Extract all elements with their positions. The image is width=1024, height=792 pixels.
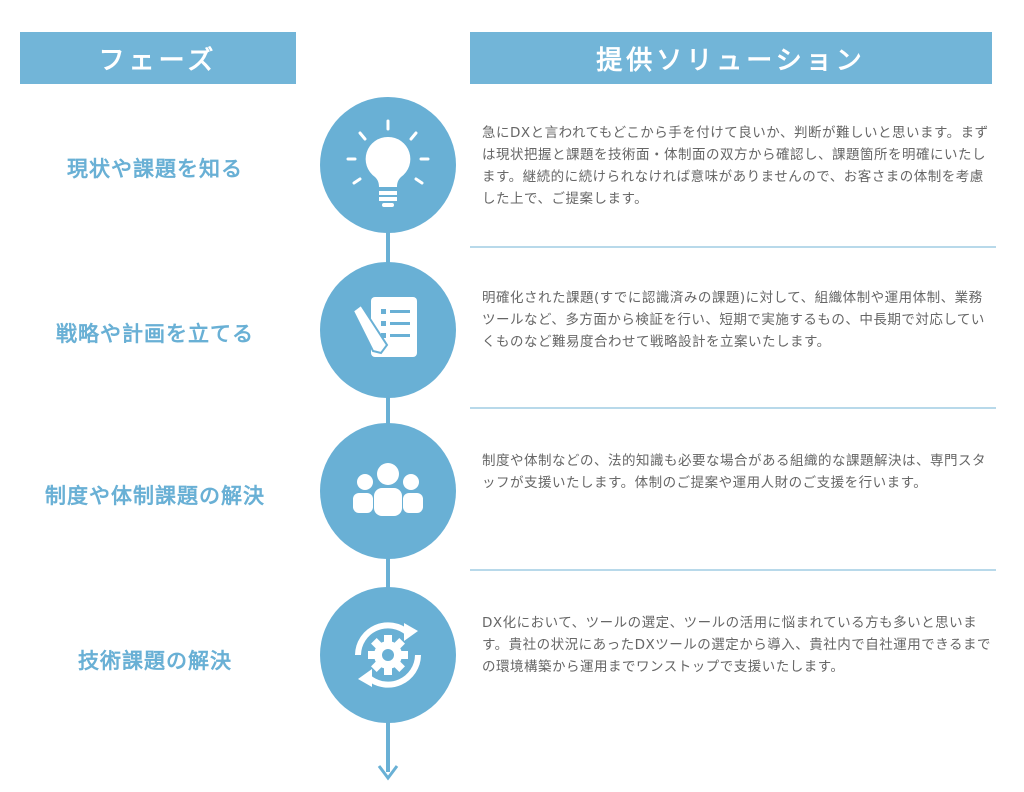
solution-text-4: DX化において、ツールの選定、ツールの活用に悩まれている方も多いと思います。貴社… <box>482 615 992 675</box>
phase-circle-3 <box>320 423 456 559</box>
phase-header: フェーズ <box>20 32 296 84</box>
divider <box>470 569 996 571</box>
phase-label-4: 技術課題の解決 <box>78 649 232 673</box>
gear-cycle-icon <box>355 622 421 688</box>
divider <box>470 407 996 409</box>
team-icon <box>353 463 423 516</box>
divider <box>470 246 996 248</box>
phase-label-3: 制度や体制課題の解決 <box>45 484 265 508</box>
phase-label-2: 戦略や計画を立てる <box>56 322 254 346</box>
phase-circle-1 <box>320 97 456 233</box>
phase-circle-2 <box>320 262 456 398</box>
solution-text-1: 急にDXと言われてもどこから手を付けて良いか、判断が難しいと思います。まずは現状… <box>482 125 989 207</box>
arrow-down-icon <box>377 765 399 781</box>
solution-header: 提供ソリューション <box>470 32 992 84</box>
phase-label-1: 現状や課題を知る <box>67 157 243 181</box>
lightbulb-icon <box>346 119 430 207</box>
phase-circle-4 <box>320 587 456 723</box>
document-pencil-icon <box>351 297 417 357</box>
solution-text-2: 明確化された課題(すでに認識済みの課題)に対して、組織体制や運用体制、業務ツール… <box>482 290 985 350</box>
solution-text-3: 制度や体制などの、法的知識も必要な場合がある組織的な課題解決は、専門スタッフが支… <box>482 453 986 491</box>
